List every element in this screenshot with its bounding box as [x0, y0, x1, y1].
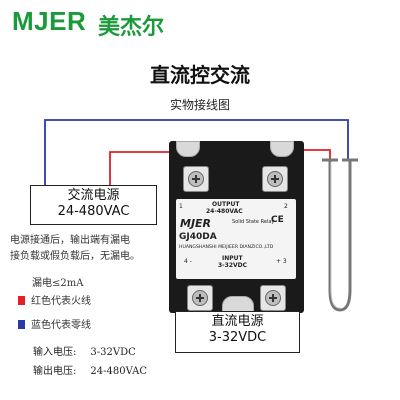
- description-line-1: 电源接通后，输出端有漏电: [10, 235, 130, 246]
- ce-mark: CE: [271, 215, 284, 225]
- input-voltage-value: 3-32VDC: [90, 347, 136, 358]
- output-voltage: 24-480VAC: [206, 208, 243, 215]
- mount-ear-right: [270, 141, 294, 157]
- relay-type: Solid State Relay: [232, 219, 275, 225]
- heater-load: [322, 158, 358, 312]
- ac-power-source-label: 交流电源 24-480VAC: [30, 185, 157, 225]
- terminal-4-label: 4 -: [184, 258, 192, 265]
- heater-highlight: [330, 162, 341, 309]
- terminal-3: [260, 285, 286, 311]
- description-line-2: 接负载或假负载后，无漏电。: [10, 251, 140, 262]
- relay-model: GJ40DA: [179, 232, 217, 242]
- input-label: INPUT: [222, 255, 243, 262]
- output-label: OUTPUT: [212, 201, 240, 208]
- brand-logo-cn: 美杰尔: [98, 14, 165, 40]
- output-voltage-value: 24-480VAC: [90, 366, 147, 377]
- legend-blue: 蓝色代表零线: [18, 316, 91, 331]
- brand-logo-en: MJER: [12, 6, 87, 36]
- terminal-1: [183, 166, 209, 192]
- dc-power-source-label: 直流电源 3-32VDC: [175, 311, 300, 353]
- relay-company: HUANGSHANSHI MEIJIEER DIANZICO.,LTD: [179, 245, 274, 250]
- legend-red-label: 红色代表火线: [31, 296, 91, 307]
- terminal-1-label: 1: [179, 203, 183, 210]
- input-voltage-spec: 输入电压: 3-32VDC: [33, 343, 136, 358]
- input-voltage-label: 输入电压:: [33, 347, 77, 358]
- leakage-spec: 漏电≤2mA: [32, 278, 84, 289]
- dc-source-voltage: 3-32VDC: [208, 330, 267, 345]
- input-voltage: 3-32VDC: [218, 262, 248, 269]
- output-voltage-spec: 输出电压: 24-480VAC: [33, 362, 147, 377]
- red-swatch-icon: [18, 296, 25, 305]
- legend-blue-label: 蓝色代表零线: [31, 320, 91, 331]
- relay-brand: MJER: [180, 217, 212, 230]
- terminal-3-label: + 3: [276, 258, 287, 265]
- relay-label-plate: 1 OUTPUT 24-480VAC 2 MJER Solid State Re…: [176, 199, 296, 279]
- page-title: 直流控交流: [150, 63, 250, 87]
- terminal-2: [262, 166, 288, 192]
- neutral-wire-ac: [44, 119, 349, 185]
- mount-ear-bottom: [222, 296, 254, 312]
- terminal-4: [187, 285, 213, 311]
- legend-red: 红色代表火线: [18, 292, 91, 307]
- blue-swatch-icon: [18, 320, 25, 329]
- ac-source-voltage: 24-480VAC: [57, 204, 130, 219]
- leakage-description: 电源接通后，输出端有漏电 接负载或假负载后，无漏电。: [10, 233, 166, 265]
- terminal-2-label: 2: [284, 203, 288, 210]
- dc-source-name: 直流电源: [211, 314, 264, 329]
- ac-source-name: 交流电源: [67, 188, 120, 203]
- output-voltage-label: 输出电压:: [33, 366, 77, 377]
- mount-ear-left: [176, 141, 200, 157]
- page-subtitle: 实物接线图: [169, 98, 230, 112]
